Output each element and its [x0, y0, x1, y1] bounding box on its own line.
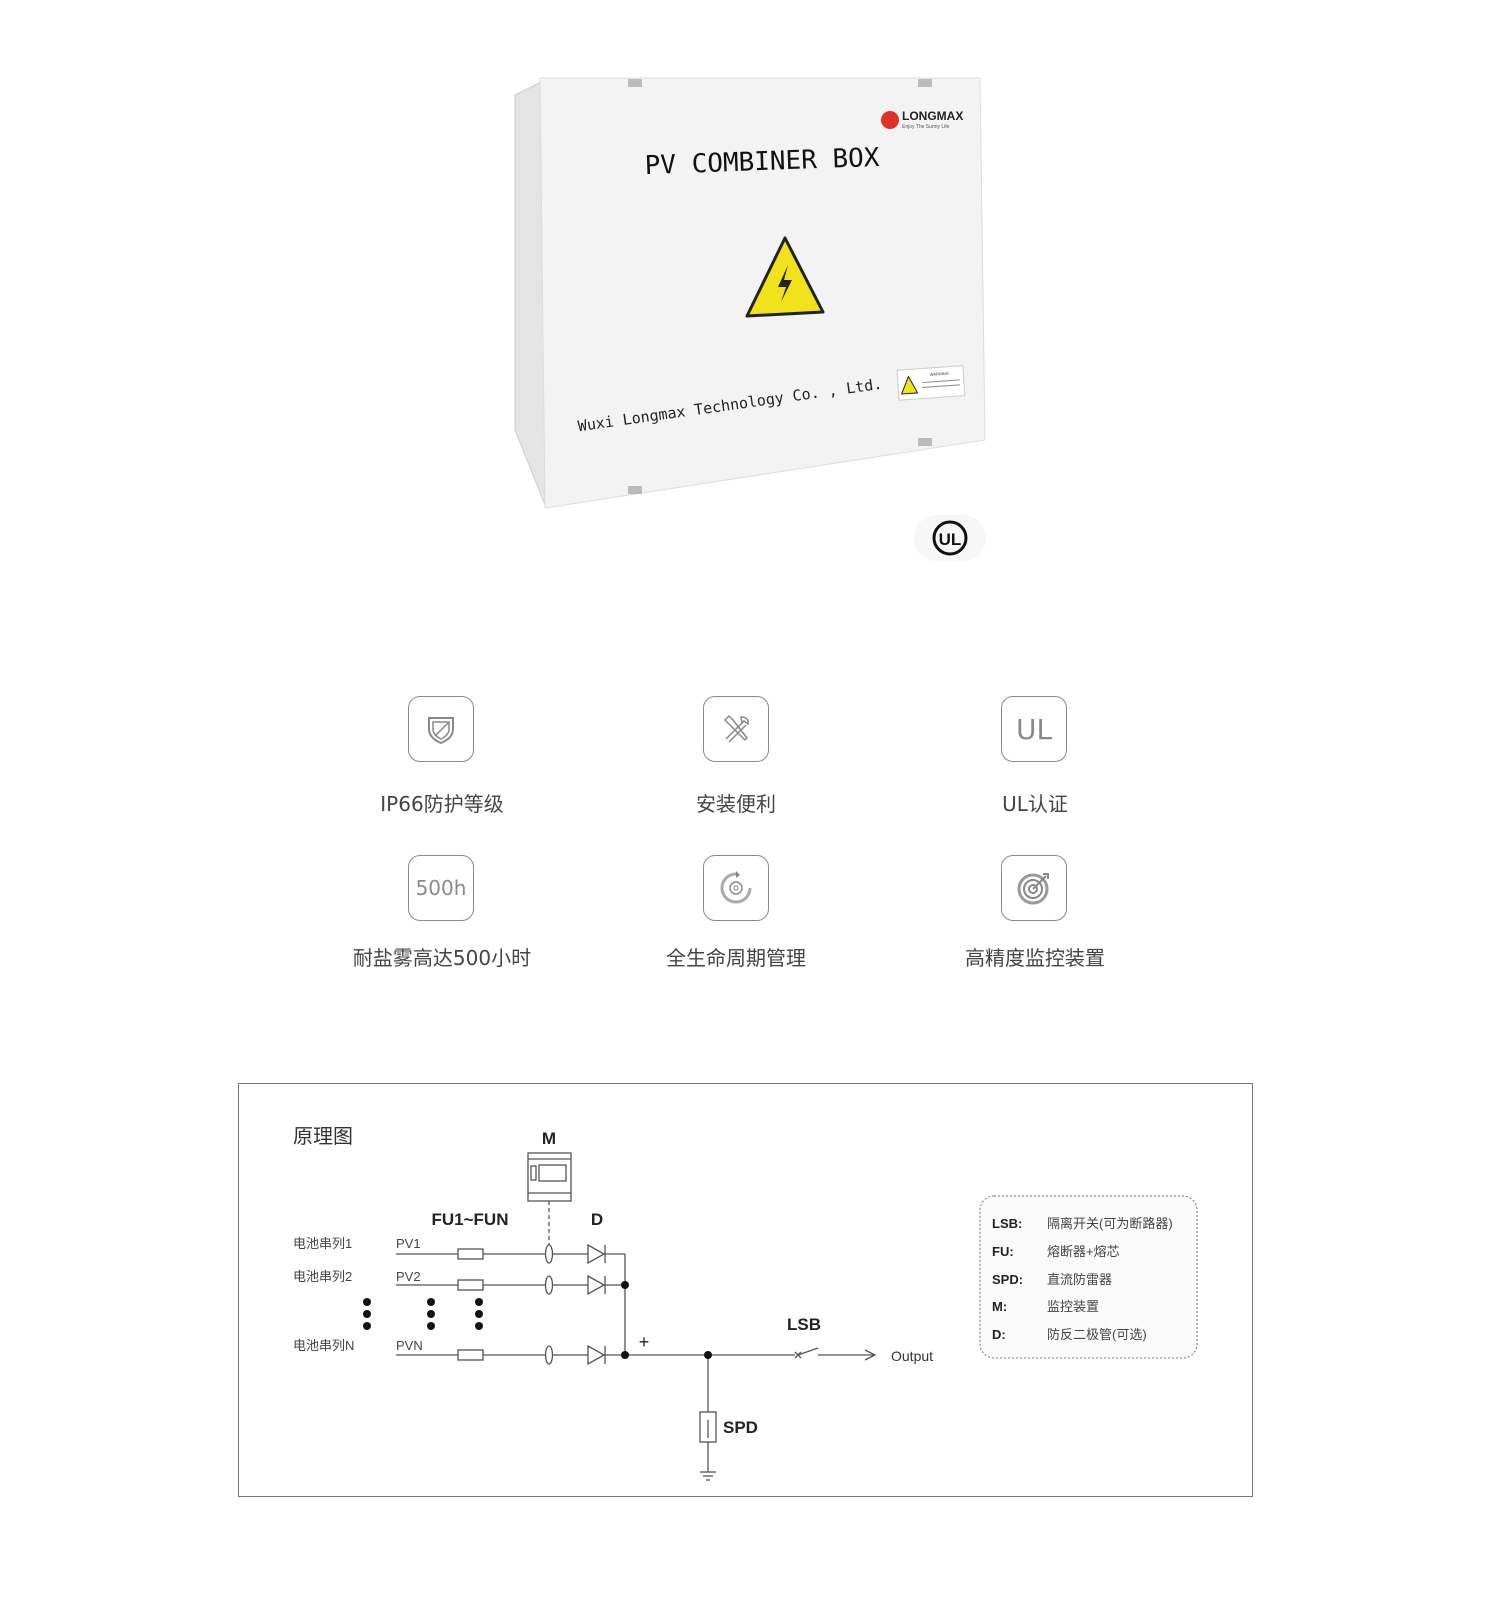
monitor-device-icon — [527, 1152, 572, 1202]
feature-label: 安装便利 — [696, 792, 776, 816]
legend-key: SPD: — [992, 1272, 1023, 1287]
ul-certification-badge: UL — [914, 515, 986, 561]
legend-key: M: — [992, 1299, 1007, 1314]
ul-icon: UL — [1001, 696, 1067, 762]
lsb-switch — [797, 1347, 819, 1356]
longmax-logo: LONGMAX Enjoy The Sunny Life — [881, 109, 963, 130]
high-voltage-warning-icon — [745, 236, 825, 318]
diode-symbols — [587, 1243, 606, 1366]
svg-text:Enjoy The Sunny Life: Enjoy The Sunny Life — [902, 124, 950, 130]
legend-box: LSB: 隔离开关(可为断路器) FU: 熔断器+熔芯 SPD: 直流防雷器 M… — [979, 1195, 1198, 1359]
legend-value: 直流防雷器 — [1047, 1272, 1112, 1287]
svg-text:WARNING: WARNING — [930, 371, 949, 377]
legend-key: LSB: — [992, 1216, 1022, 1231]
legend-key: FU: — [992, 1244, 1014, 1259]
legend-value: 监控装置 — [1047, 1299, 1099, 1314]
string-name: 电池串列N — [293, 1338, 354, 1353]
feature-label: UL认证 — [1002, 792, 1068, 816]
legend-value: 隔离开关(可为断路器) — [1047, 1216, 1173, 1231]
legend-value: 熔断器+熔芯 — [1047, 1244, 1120, 1259]
feature-label: 全生命周期管理 — [666, 946, 806, 970]
ground-icon — [700, 1471, 716, 1481]
product-image: LONGMAX Enjoy The Sunny Life PV COMBINER… — [514, 77, 986, 561]
fuse-symbols — [457, 1248, 484, 1361]
label-plus: + — [639, 1332, 650, 1352]
svg-text:LONGMAX: LONGMAX — [902, 109, 963, 123]
label-output: Output — [891, 1348, 933, 1364]
tools-icon — [703, 696, 769, 762]
string-name: 电池串列2 — [293, 1269, 352, 1284]
string-pv: PV2 — [396, 1269, 421, 1284]
label-lsb: LSB — [787, 1315, 821, 1334]
label-m: M — [542, 1129, 556, 1148]
current-sensor-symbols — [544, 1244, 554, 1365]
warning-sticker: WARNING — [896, 365, 966, 401]
svg-text:UL: UL — [939, 530, 962, 549]
string-pv: PVN — [396, 1338, 423, 1353]
feature-label: 耐盐雾高达500小时 — [352, 946, 532, 970]
label-diode: D — [591, 1210, 603, 1229]
500h-icon-text: 500h — [415, 876, 467, 900]
string-pv: PV1 — [396, 1236, 421, 1251]
legend-value: 防反二极管(可选) — [1047, 1327, 1147, 1342]
label-spd: SPD — [723, 1418, 758, 1437]
junction-dots — [363, 1281, 712, 1359]
string-name: 电池串列1 — [293, 1236, 352, 1251]
diagram-title: 原理图 — [293, 1126, 353, 1148]
legend-key: D: — [992, 1327, 1006, 1342]
lifecycle-gear-icon — [703, 855, 769, 921]
target-icon — [1001, 855, 1067, 921]
feature-label: IP66防护等级 — [380, 792, 504, 816]
label-fuses: FU1~FUN — [432, 1210, 509, 1229]
schematic-frame — [238, 1083, 1253, 1497]
ul-icon-text: UL — [1015, 712, 1053, 746]
schematic-diagram: 原理图 M FU1~FUN D LSB Output SPD + 电池串列1 电… — [293, 1126, 1198, 1481]
500h-icon: 500h — [408, 855, 474, 921]
shield-icon — [408, 696, 474, 762]
feature-label: 高精度监控装置 — [965, 946, 1105, 970]
